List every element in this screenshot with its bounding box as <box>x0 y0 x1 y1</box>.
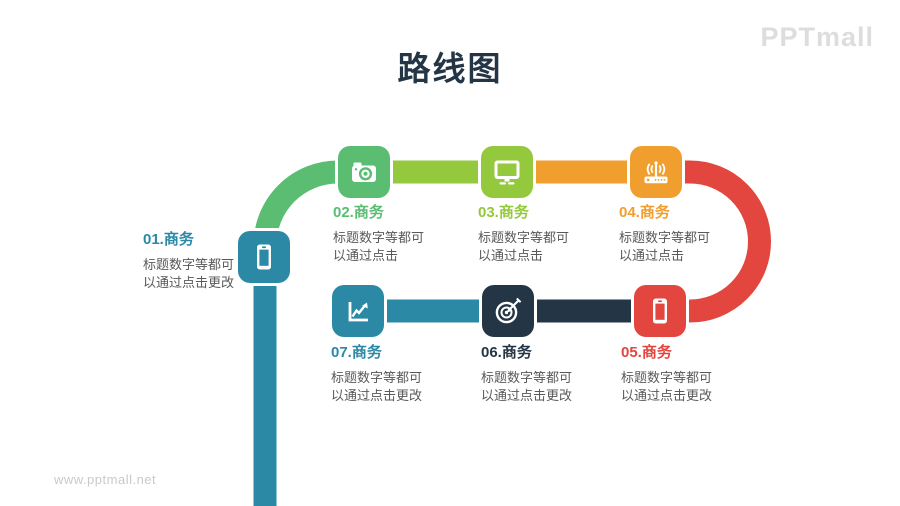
step-node-05 <box>634 285 686 337</box>
step-text-02: 02.商务 标题数字等都可 以通过点击 <box>333 201 451 265</box>
step-text-03: 03.商务 标题数字等都可 以通过点击 <box>478 201 596 265</box>
step-node-04 <box>630 146 682 198</box>
smartphone-icon <box>257 244 271 270</box>
step-label-07: 07.商务 <box>331 344 382 361</box>
smartphone-icon <box>653 298 667 324</box>
step-desc-02: 标题数字等都可 以通过点击 <box>333 230 425 263</box>
step-label-03: 03.商务 <box>478 204 529 221</box>
step-desc-04: 标题数字等都可 以通过点击 <box>619 230 711 263</box>
watermark-url: www.pptmall.net <box>54 472 157 487</box>
step-label-01: 01.商务 <box>143 231 194 248</box>
step-node-02 <box>338 146 390 198</box>
step-label-06: 06.商务 <box>481 344 532 361</box>
target-icon <box>495 297 522 324</box>
road-curve-04-05 <box>656 160 771 323</box>
monitor-icon <box>494 160 520 185</box>
step-node-06 <box>482 285 534 337</box>
camera-icon <box>352 162 376 182</box>
step-text-01: 01.商务 标题数字等都可 以通过点击更改 <box>143 228 261 292</box>
page-title: 路线图 <box>397 50 503 87</box>
step-node-07 <box>332 285 384 337</box>
step-text-06: 06.商务 标题数字等都可 以通过点击更改 <box>481 341 599 405</box>
step-desc-07: 标题数字等都可 以通过点击更改 <box>331 370 423 403</box>
step-node-01 <box>238 231 290 283</box>
step-desc-06: 标题数字等都可 以通过点击更改 <box>481 370 573 403</box>
step-text-07: 07.商务 标题数字等都可 以通过点击更改 <box>331 341 449 405</box>
router-icon <box>644 161 668 184</box>
step-text-04: 04.商务 标题数字等都可 以通过点击 <box>619 201 737 265</box>
pptmall-logo: PPTmall <box>760 22 874 52</box>
step-label-04: 04.商务 <box>619 204 670 221</box>
step-text-05: 05.商务 标题数字等都可 以通过点击更改 <box>621 341 739 405</box>
step-desc-05: 标题数字等都可 以通过点击更改 <box>621 370 713 403</box>
step-label-05: 05.商务 <box>621 344 672 361</box>
chart-icon <box>348 302 368 322</box>
step-desc-01: 标题数字等都可 以通过点击更改 <box>143 257 235 290</box>
step-desc-03: 标题数字等都可 以通过点击 <box>478 230 570 263</box>
step-label-02: 02.商务 <box>333 204 384 221</box>
step-node-03 <box>481 146 533 198</box>
